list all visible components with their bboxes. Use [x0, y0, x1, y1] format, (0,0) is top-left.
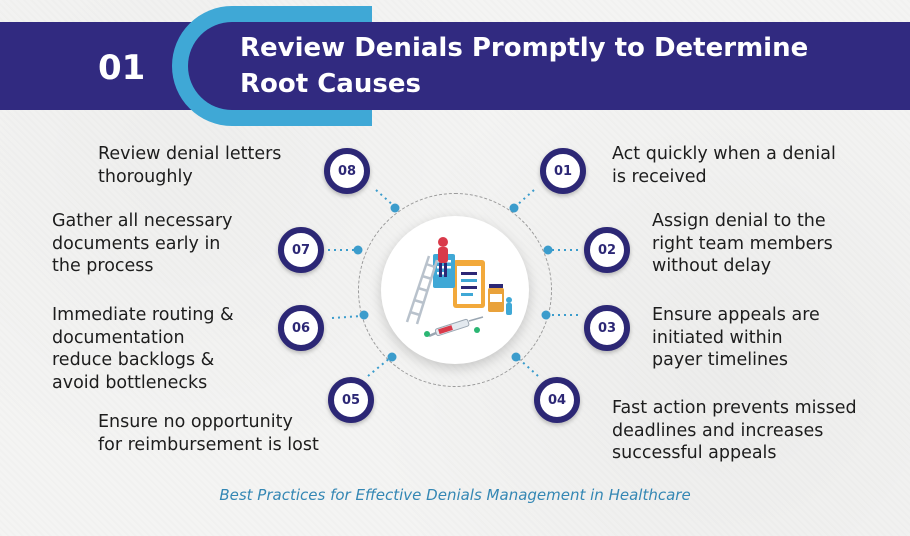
center-dashed-ring [358, 193, 552, 387]
connector-dot-02 [543, 245, 553, 255]
step-badge-08: 08 [324, 148, 370, 194]
step-badge-03: 03 [584, 305, 630, 351]
step-badge-02: 02 [584, 227, 630, 273]
step-badge-07: 07 [278, 227, 324, 273]
step-text-03: Ensure appeals are initiated within paye… [652, 305, 820, 370]
step-text-02: Assign denial to the right team members … [652, 211, 833, 276]
connector-dot-06 [359, 310, 369, 320]
step-text-04: Fast action prevents missed deadlines an… [612, 398, 857, 463]
step-badge-04: 04 [534, 377, 580, 423]
connector-dot-04 [511, 352, 521, 362]
step-text-07: Gather all necessary documents early in … [52, 211, 233, 276]
ladder-icon [405, 255, 439, 325]
small-figure-icon [506, 297, 512, 315]
connector-dot-05 [387, 352, 397, 362]
step-badge-01: 01 [540, 148, 586, 194]
step-badge-06: 06 [278, 305, 324, 351]
connector-06 [331, 315, 363, 319]
connector-dot-03 [541, 310, 551, 320]
medical-documents-illustration [405, 237, 512, 338]
header-title: Review Denials Promptly to Determine Roo… [240, 30, 860, 102]
step-text-08: Review denial letters thoroughly [98, 144, 282, 187]
step-badge-05: 05 [328, 377, 374, 423]
connector-04 [517, 357, 539, 377]
connector-dot-07 [353, 245, 363, 255]
connector-01 [515, 189, 535, 207]
header-title-line2: Root Causes [240, 69, 421, 99]
footer-caption: Best Practices for Effective Denials Man… [219, 486, 691, 504]
step-text-01: Act quickly when a denial is received [612, 144, 836, 187]
header-title-line1: Review Denials Promptly to Determine [240, 33, 809, 63]
step-text-05: Ensure no opportunity for reimbursement … [98, 412, 319, 455]
connector-05 [367, 357, 391, 377]
header-number: 01 [98, 48, 146, 88]
step-text-06: Immediate routing & documentation reduce… [52, 305, 234, 393]
person-icon [438, 237, 448, 277]
pill-bottle-icon [488, 284, 504, 312]
connector-dot-08 [390, 203, 400, 213]
header-arc-mask [188, 22, 388, 110]
syringe-icon [428, 316, 484, 338]
connector-08 [375, 189, 395, 207]
connector-dot-01 [509, 203, 519, 213]
header-banner [0, 22, 910, 110]
